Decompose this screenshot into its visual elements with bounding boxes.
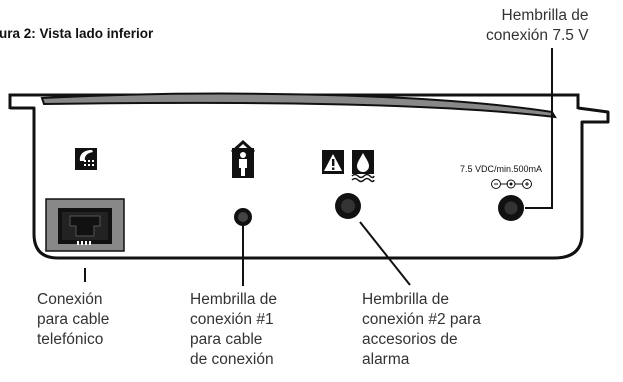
water-drop-icon (351, 150, 375, 183)
callout-line: alarma (362, 351, 410, 368)
polarity-symbol (491, 179, 532, 189)
housing-outline (10, 106, 610, 260)
power-spec-text: 7.5 VDC/min.500mA (460, 164, 542, 174)
leader-power-jack (525, 48, 553, 209)
phone-jack (45, 198, 125, 252)
power-jack (498, 195, 524, 221)
callout-line: conexión #2 para (362, 311, 481, 328)
callout-line: para cable (190, 331, 263, 348)
callout-power-jack: Hembrilla de conexión 7.5 V (486, 6, 589, 46)
callout-line: de conexión (190, 351, 274, 368)
person-icon (230, 139, 256, 178)
callout-phone-jack: Conexión para cable telefónico (37, 290, 109, 350)
jack-1 (234, 208, 252, 226)
callout-line: Hembrilla de (190, 291, 278, 308)
callout-jack-2: Hembrilla de conexión #2 para accesorios… (362, 290, 481, 370)
figure-title: ura 2: Vista lado inferior (0, 26, 154, 41)
callout-line: Hembrilla de (501, 7, 589, 24)
callout-line: conexión #1 (190, 311, 274, 328)
callout-line: Conexión (37, 291, 103, 308)
phone-icon (75, 148, 97, 170)
callout-line: accesorios de (362, 331, 458, 348)
jack-2 (335, 193, 361, 219)
alarm-warning-icon (322, 150, 344, 174)
top-rail (8, 92, 580, 119)
callout-line: Hembrilla de (362, 291, 450, 308)
callout-jack-1: Hembrilla de conexión #1 para cable de c… (190, 290, 277, 370)
callout-line: conexión 7.5 V (486, 27, 589, 44)
callout-line: para cable (37, 311, 110, 328)
callout-line: telefónico (37, 331, 104, 348)
leader-jack-2 (359, 221, 411, 286)
